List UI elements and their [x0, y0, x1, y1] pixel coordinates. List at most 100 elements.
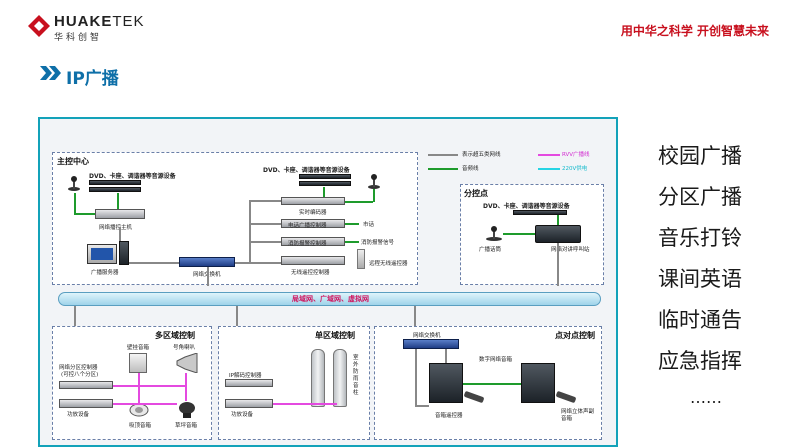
audio-line [74, 193, 76, 214]
broadcast-line [138, 373, 140, 403]
single-amp-label: 功放设备 [231, 412, 254, 418]
broadcast-line [185, 373, 187, 401]
lawn-speaker-icon [179, 402, 195, 418]
horn-speaker-icon [176, 353, 198, 373]
network-cable [74, 306, 76, 326]
remote-control-icon [556, 391, 576, 403]
zone-controller-device [59, 381, 113, 389]
p2p-remote-label: 音箱遥控器 [435, 413, 463, 419]
network-cable [236, 306, 238, 326]
audio-line [373, 189, 375, 202]
branch-intercom-label: 网络对讲呼叫站 [551, 247, 590, 253]
zone-branch: 分控点 DVD、卡座、调谐器等音源设备 广播话筒 网络对讲呼叫站 [460, 184, 604, 286]
zone-main-center: 主控中心 DVD、卡座、调谐器等音源设备 网络播控主机 广播服务器 网络交换机 … [52, 152, 418, 286]
network-backbone: 局域网、广域网、虚拟网 [58, 292, 601, 306]
network-cable [235, 262, 281, 264]
branch-source-label: DVD、卡座、调谐器等音源设备 [483, 203, 570, 210]
p2p-speaker-label: 数字网络音箱 [479, 357, 513, 363]
remote-controller-device [281, 256, 345, 265]
network-switch-icon [403, 339, 459, 349]
microphone-icon [368, 174, 380, 189]
phone-label: 电话广播控制器 [288, 223, 327, 229]
server-monitor-icon [87, 244, 117, 264]
legend-line-cyan [538, 168, 560, 170]
network-cable [129, 262, 179, 264]
wall-speaker-icon [129, 353, 147, 373]
legend-label-gray: 表示超五类网线 [462, 152, 501, 158]
double-chevron-icon [40, 66, 61, 80]
phone-side-label: 市话 [363, 222, 375, 228]
remote-label: 无线遥控控制器 [291, 270, 330, 276]
legend-label-magenta: RVV广播线 [562, 152, 590, 158]
ip-broadcast-diagram: 表示超五类网线 音频线 RVV广播线 220V供电 主控中心 DVD、卡座、调谐… [38, 117, 618, 447]
zone-title: 点对点控制 [555, 331, 595, 340]
audio-line [117, 193, 119, 209]
audio-line [557, 215, 559, 225]
microphone-icon [486, 226, 502, 241]
network-cable [414, 306, 416, 326]
source-device [299, 174, 351, 179]
source-label-top: DVD、卡座、调谐器等音源设备 [263, 167, 350, 174]
column-speaker-icon [311, 349, 325, 407]
network-cable [415, 349, 417, 405]
legend-line-magenta [538, 154, 560, 156]
source-device [89, 180, 141, 185]
source-device [299, 181, 351, 186]
network-cable [249, 200, 251, 262]
wireless-remote-icon [357, 249, 365, 269]
ceiling-speaker-icon [129, 403, 149, 417]
network-cable [415, 405, 429, 407]
feature-item: 音乐打铃 [658, 226, 742, 250]
p2p-switch-label: 网络交换机 [413, 333, 441, 339]
broadcast-host-device [95, 209, 145, 219]
network-cable [249, 241, 281, 243]
feature-item: 课间英语 [658, 267, 742, 291]
legend-label-cyan: 220V供电 [562, 166, 588, 172]
legend-line-green [428, 168, 458, 170]
audio-line [345, 223, 359, 225]
amplifier-device [225, 399, 273, 408]
host-label: 网络播控主机 [99, 225, 133, 231]
encoder-label: 实时编码器 [299, 210, 327, 216]
brand-name: HUAKETEK [54, 13, 145, 30]
legend-line-gray [428, 154, 458, 156]
broadcast-line [113, 403, 177, 405]
network-speaker-icon [429, 363, 463, 403]
horn-label: 号角喇叭 [173, 345, 196, 351]
ceiling-speaker-label: 吸顶音箱 [129, 423, 152, 429]
network-cable [557, 243, 559, 286]
network-cable [207, 267, 209, 286]
multi-amp-label: 功放设备 [67, 412, 90, 418]
column-speaker-icon [333, 349, 347, 407]
lawn-speaker-label: 草坪音箱 [175, 423, 198, 429]
encoder-device [281, 197, 345, 205]
zone-title: 单区域控制 [315, 331, 355, 340]
audio-line [345, 241, 359, 243]
phone-controller-device: 电话广播控制器 [281, 219, 345, 229]
zone-title: 多区域控制 [155, 331, 195, 340]
ip-decoder-device [225, 379, 273, 387]
feature-ellipsis: …… [690, 388, 722, 407]
server-label: 广播服务器 [91, 270, 119, 276]
feature-item: 校园广播 [658, 144, 742, 168]
slogan: 用中华之科学 开创智慧未来 [620, 24, 769, 38]
brand-name-cn: 华科创智 [54, 33, 103, 43]
legend-label-green: 音频线 [462, 166, 479, 172]
section-title: IP广播 [66, 69, 119, 89]
feature-item: 应急指挥 [658, 349, 742, 373]
source-label-left: DVD、卡座、调谐器等音源设备 [89, 173, 176, 180]
broadcast-line [273, 403, 337, 405]
network-cable [119, 227, 121, 241]
network-cable [249, 223, 281, 225]
audio-line [323, 187, 325, 197]
brand-logo-icon [28, 15, 50, 37]
audio-line [345, 201, 373, 203]
network-label: 局域网、广域网、虚拟网 [292, 295, 369, 303]
zone-multi: 多区域控制 网络分区控制器 (可控八个分区) 功放设备 壁挂音箱 号角喇叭 吸顶… [52, 326, 212, 440]
feature-item: 临时通告 [658, 308, 742, 332]
wall-speaker-label: 壁挂音箱 [127, 345, 150, 351]
outdoor-speaker-label: 室外防雨音柱 [353, 355, 359, 396]
multi-ctrl-sub: (可控八个分区) [61, 372, 99, 378]
network-speaker-icon [521, 363, 555, 403]
zone-title: 分控点 [464, 189, 488, 198]
